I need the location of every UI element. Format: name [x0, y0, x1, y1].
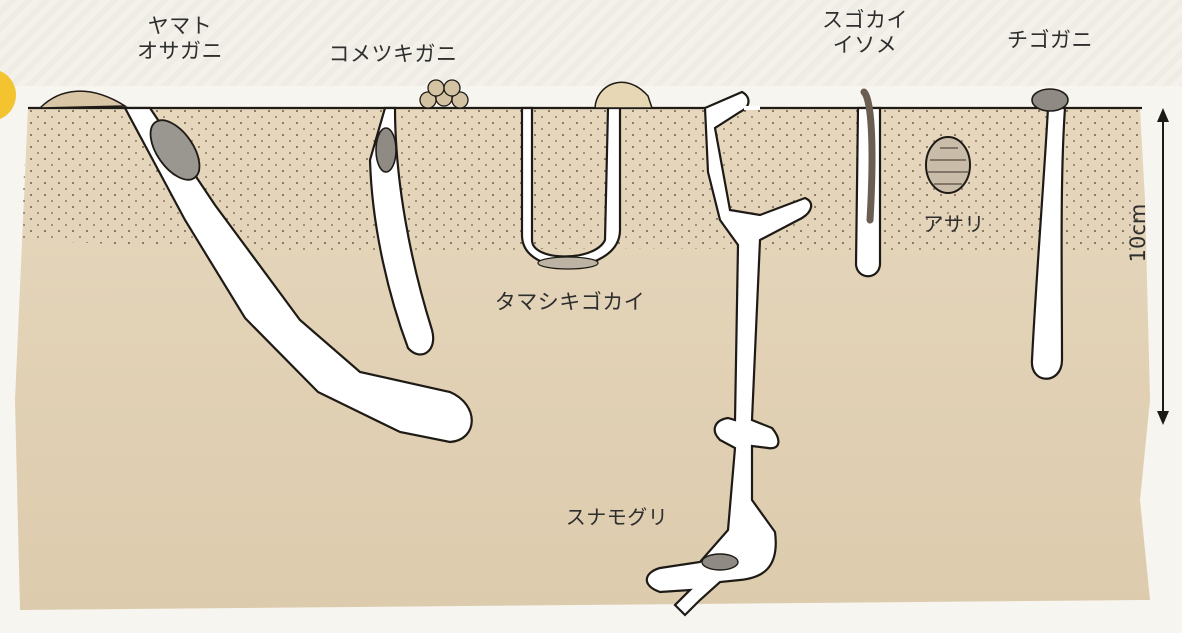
accent-marker [0, 69, 16, 121]
sunamoguri-shrimp [702, 554, 738, 570]
tamashikigokai-worm [538, 257, 598, 269]
sand-mound [40, 91, 125, 108]
scale-arrow-top [1157, 108, 1169, 122]
label-sunamoguri: スナモグリ [552, 505, 682, 530]
asari-clam [926, 137, 970, 193]
label-scale: 10cm [1124, 198, 1152, 268]
label-tamashikigokai: タマシキゴカイ [480, 290, 660, 315]
sand-pellet [428, 80, 444, 96]
scale-arrow-bottom [1157, 411, 1169, 425]
label-asari: アサリ [914, 212, 994, 237]
label-komezukigani: コメツキガニ [318, 42, 468, 67]
label-sugokai-line2: イソメ [805, 33, 925, 58]
label-yamato-osagani-line2: オサガニ [125, 39, 235, 64]
label-sugokai: スゴカイ イソメ [805, 8, 925, 58]
sand-pellet [444, 80, 460, 96]
komezukigani-crab [376, 128, 396, 172]
worm-cast [595, 82, 652, 108]
label-yamato-osagani-line1: ヤマト [125, 14, 235, 39]
label-yamato-osagani: ヤマト オサガニ [125, 14, 235, 64]
label-chigogani: チゴガニ [990, 28, 1110, 53]
label-sugokai-line1: スゴカイ [805, 8, 925, 33]
chigogani-crab [1032, 89, 1068, 111]
